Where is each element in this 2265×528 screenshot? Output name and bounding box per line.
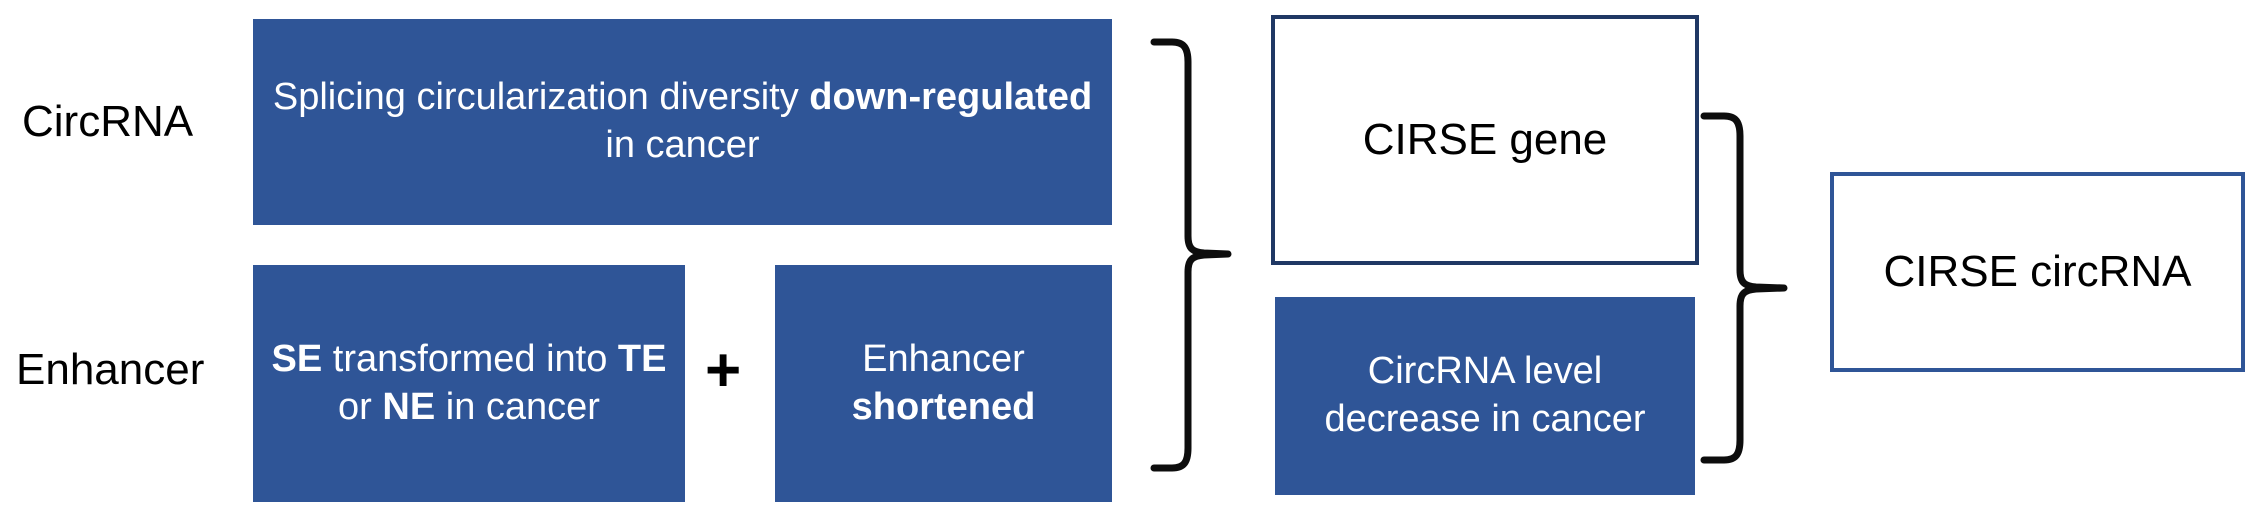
- box-se-transformed-text: SE transformed into TE or NE in cancer: [253, 336, 685, 432]
- box-splicing-diversity-text: Splicing circularization diversity down-…: [253, 74, 1112, 170]
- box-cirse-circrna-text: CIRSE circRNA: [1883, 246, 2192, 296]
- box-enhancer-shortened: Enhancer shortened: [775, 265, 1112, 502]
- splicing-segment-1: Splicing circularization diversity: [272, 76, 810, 119]
- se-segment-4: or: [338, 385, 383, 428]
- enhancer-shortened-segment-1: Enhancer: [862, 337, 1025, 380]
- row-label-enhancer: Enhancer: [16, 345, 205, 394]
- se-segment-3-bold: TE: [617, 337, 667, 380]
- box-cirse-circrna: CIRSE circRNA: [1830, 172, 2245, 372]
- brace-left-icon: [1150, 36, 1240, 476]
- se-segment-2: transformed into: [322, 337, 618, 380]
- box-circrna-level-decrease: CircRNA level decrease in cancer: [1275, 297, 1695, 495]
- plus-operator: +: [705, 336, 742, 405]
- se-segment-6: in cancer: [435, 385, 600, 428]
- splicing-segment-3: in cancer: [605, 124, 760, 166]
- brace-right-icon: [1700, 110, 1800, 470]
- box-cirse-gene: CIRSE gene: [1271, 15, 1699, 265]
- se-segment-1-bold: SE: [271, 337, 323, 380]
- splicing-segment-2-bold: down-regulated: [809, 76, 1093, 119]
- row-label-circrna: CircRNA: [22, 97, 194, 146]
- box-splicing-diversity: Splicing circularization diversity down-…: [253, 19, 1112, 225]
- box-se-transformed: SE transformed into TE or NE in cancer: [253, 265, 685, 502]
- se-segment-5-bold: NE: [382, 385, 436, 428]
- box-cirse-gene-text: CIRSE gene: [1362, 114, 1608, 164]
- box-circrna-level-decrease-text: CircRNA level decrease in cancer: [1324, 350, 1646, 440]
- box-enhancer-shortened-text: Enhancer shortened: [775, 336, 1112, 432]
- enhancer-shortened-segment-2-bold: shortened: [851, 385, 1036, 428]
